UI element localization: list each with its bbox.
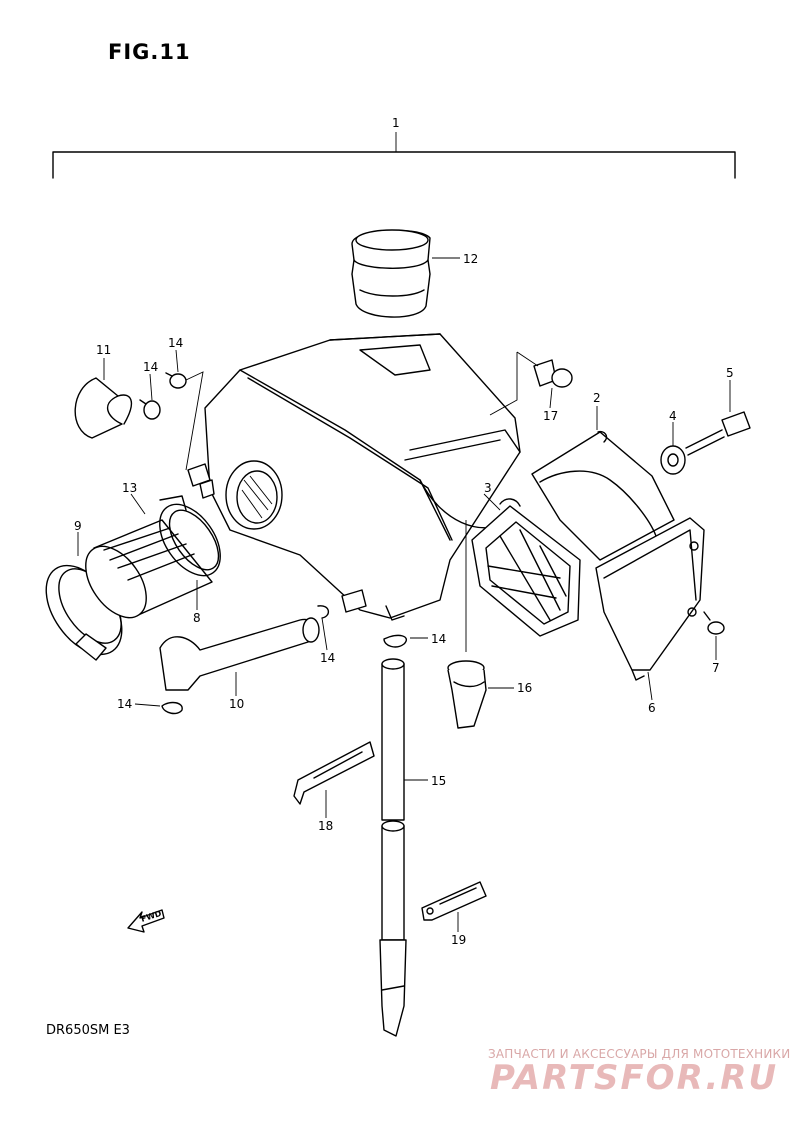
air-box-housing[interactable] — [187, 333, 521, 621]
part-14-clamp-a[interactable] — [139, 399, 161, 420]
part-7-screw[interactable] — [703, 611, 725, 635]
watermark-tagline: ЗАПЧАСТИ И АКСЕССУАРЫ ДЛЯ МОТОТЕХНИКИ — [488, 1047, 791, 1061]
part-14-clamp-b[interactable] — [165, 372, 187, 389]
leader-lines — [77, 257, 731, 932]
part-2-filter-element[interactable] — [531, 430, 675, 561]
callout-14-left: 14 — [143, 360, 158, 374]
callout-3: 3 — [484, 481, 492, 495]
callout-17: 17 — [543, 409, 558, 423]
callout-1: 1 — [392, 116, 400, 130]
callout-12: 12 — [463, 252, 478, 266]
callout-4: 4 — [669, 409, 677, 423]
part-11-hose[interactable] — [74, 377, 133, 439]
callout-8: 8 — [193, 611, 201, 625]
part-6-side-cover[interactable] — [595, 517, 705, 681]
callout-18: 18 — [318, 819, 333, 833]
callout-6: 6 — [648, 701, 656, 715]
assembly-bracket — [52, 132, 736, 179]
callout-14-top: 14 — [168, 336, 183, 350]
part-14-clamp-e[interactable] — [161, 701, 183, 715]
part-3-filter-cage[interactable] — [471, 498, 581, 637]
part-10-drain-hose[interactable] — [159, 617, 320, 691]
part-16-drain-valve[interactable] — [447, 660, 487, 729]
callout-14-bottom: 14 — [117, 697, 132, 711]
part-17-bolt[interactable] — [533, 359, 573, 388]
part-14-clamp-c[interactable] — [317, 605, 329, 619]
callout-11: 11 — [96, 343, 111, 357]
callout-14-lower: 14 — [320, 651, 335, 665]
callout-5: 5 — [726, 366, 734, 380]
leader-17-bracket — [489, 351, 539, 416]
callout-7: 7 — [712, 661, 720, 675]
part-14-clamp-d[interactable] — [383, 634, 407, 648]
callout-15: 15 — [431, 774, 446, 788]
figure-title: FIG.11 — [108, 40, 191, 64]
callout-19: 19 — [451, 933, 466, 947]
part-13-inlet-duct[interactable] — [73, 495, 213, 629]
callout-9: 9 — [74, 519, 82, 533]
part-18-bracket[interactable] — [293, 741, 375, 805]
callout-numbers: 1 2 3 4 5 6 7 8 9 10 11 12 13 14 14 14 1… — [74, 116, 734, 947]
watermark-brand-logo: PARTSFOR.RU — [490, 1058, 779, 1098]
callout-13: 13 — [122, 481, 137, 495]
part-19-bracket[interactable] — [421, 881, 487, 921]
part-8-clamp[interactable] — [147, 493, 232, 586]
callout-16: 16 — [517, 681, 532, 695]
part-4-washer[interactable] — [660, 445, 686, 475]
callout-10: 10 — [229, 697, 244, 711]
part-15-drain-tube[interactable] — [379, 658, 407, 1037]
model-code: DR650SM E3 — [46, 1023, 130, 1038]
callout-2: 2 — [593, 391, 601, 405]
fwd-arrow-icon: FWD — [127, 909, 165, 933]
callout-14-mid: 14 — [431, 632, 446, 646]
part-5-wing-bolt[interactable] — [685, 411, 751, 456]
part-12-intake-boot[interactable] — [351, 229, 431, 318]
